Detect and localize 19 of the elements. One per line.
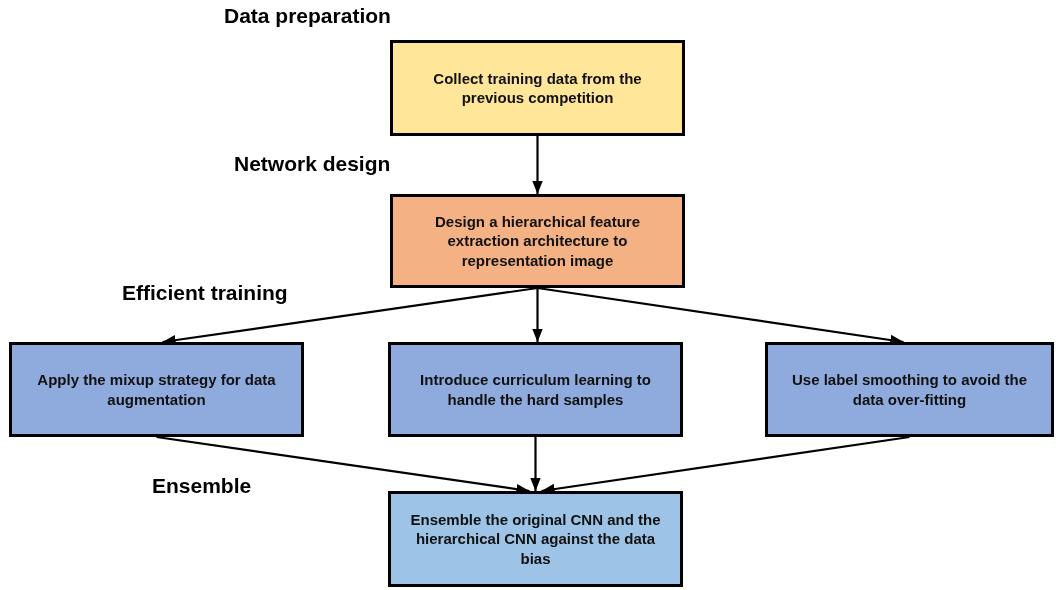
process-box: [390, 40, 685, 136]
stage-heading: Efficient training: [122, 281, 288, 305]
process-box: [388, 491, 683, 587]
process-box: [390, 194, 685, 288]
box-text: Ensemble the original CNN and the hierarchical CNN against the data bias: [409, 509, 662, 569]
box-text: Use label smoothing to avoid the data over-fitting: [791, 370, 1028, 409]
box-text: Apply the mixup strategy for data augmentation: [36, 370, 277, 409]
box-text: Introduce curriculum learning to handle the hard samples: [419, 370, 652, 409]
arrow: [530, 437, 541, 491]
box-text: Collect training data from the previous competition: [432, 68, 643, 108]
process-box: [388, 342, 683, 437]
stage-heading: Ensemble: [152, 474, 252, 498]
stage-heading: Data preparation: [224, 4, 391, 28]
arrow: [532, 288, 543, 342]
process-box: [765, 342, 1054, 437]
box-text: Design a hierarchical feature extraction architecture to representation image: [433, 211, 642, 271]
process-box: [9, 342, 304, 437]
stage-heading: Network design: [234, 152, 391, 176]
arrow: [532, 136, 543, 194]
